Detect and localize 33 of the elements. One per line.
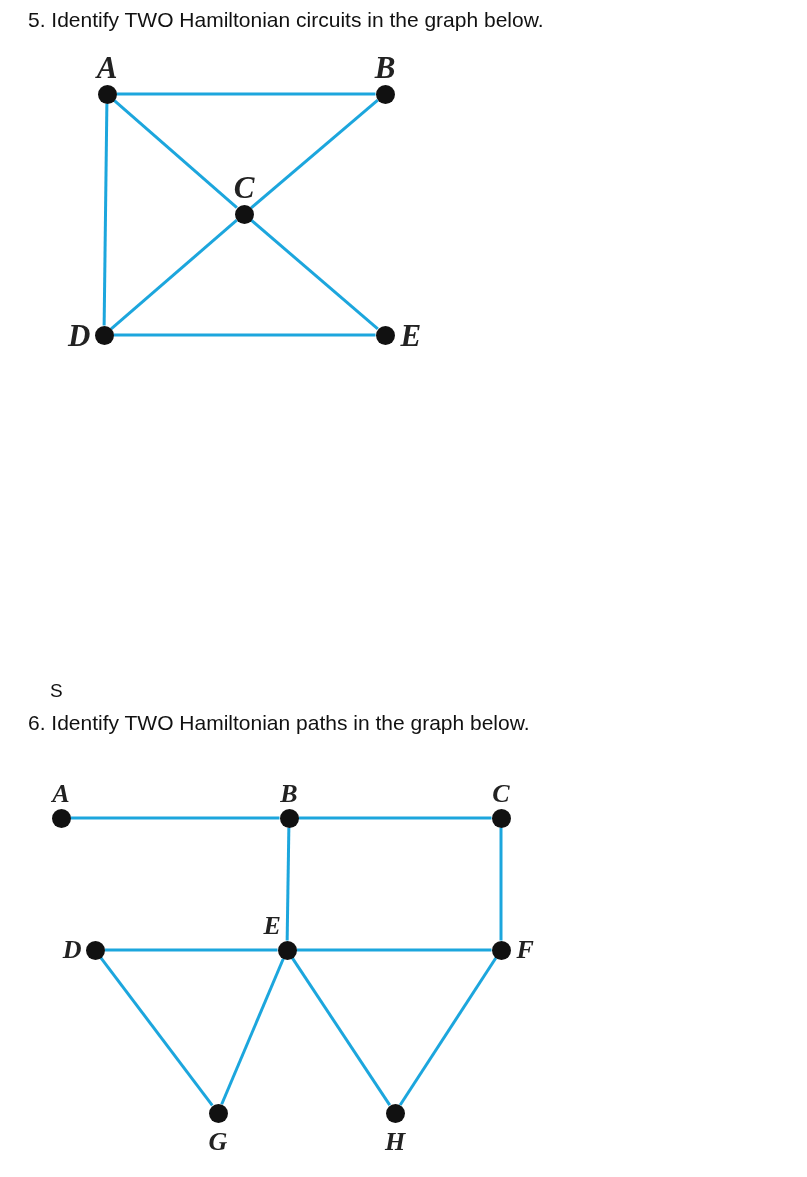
graph-edge — [113, 99, 238, 209]
vertex-label: D — [68, 319, 91, 351]
vertex-label: A — [52, 780, 70, 807]
graph-edge — [116, 92, 376, 96]
question-text: 6. Identify TWO Hamiltonian paths in the graph below. — [28, 711, 530, 735]
graph-edge — [298, 816, 492, 820]
vertex-label: E — [263, 912, 281, 939]
graph-edge — [99, 956, 214, 1107]
graph-edge — [285, 827, 291, 941]
vertex-label: H — [384, 1128, 406, 1155]
graph-edge — [110, 219, 238, 330]
graph-edge — [104, 948, 278, 952]
graph-edge — [250, 219, 379, 330]
vertex-label: C — [233, 171, 255, 203]
vertex-label: B — [374, 51, 396, 83]
graph-edge — [296, 948, 492, 952]
stray-letter: S — [50, 680, 63, 702]
vertex-label: A — [96, 51, 118, 83]
graph-edge — [70, 816, 280, 820]
graph-edge — [291, 957, 391, 1106]
graph-edge — [398, 957, 498, 1106]
vertex-label: G — [208, 1128, 228, 1155]
vertex-label: C — [492, 780, 510, 807]
graph-edge — [113, 333, 376, 337]
graph-edge — [102, 103, 109, 326]
vertex-label: D — [62, 937, 82, 963]
vertex-label: B — [280, 780, 298, 807]
question-text: 5. Identify TWO Hamiltonian circuits in the graph below. — [28, 8, 544, 32]
vertex-label: E — [400, 319, 422, 351]
graph-edge — [220, 958, 285, 1105]
vertex-label: F — [516, 937, 534, 963]
graph-edge — [499, 827, 503, 941]
graph-edge — [250, 99, 379, 209]
